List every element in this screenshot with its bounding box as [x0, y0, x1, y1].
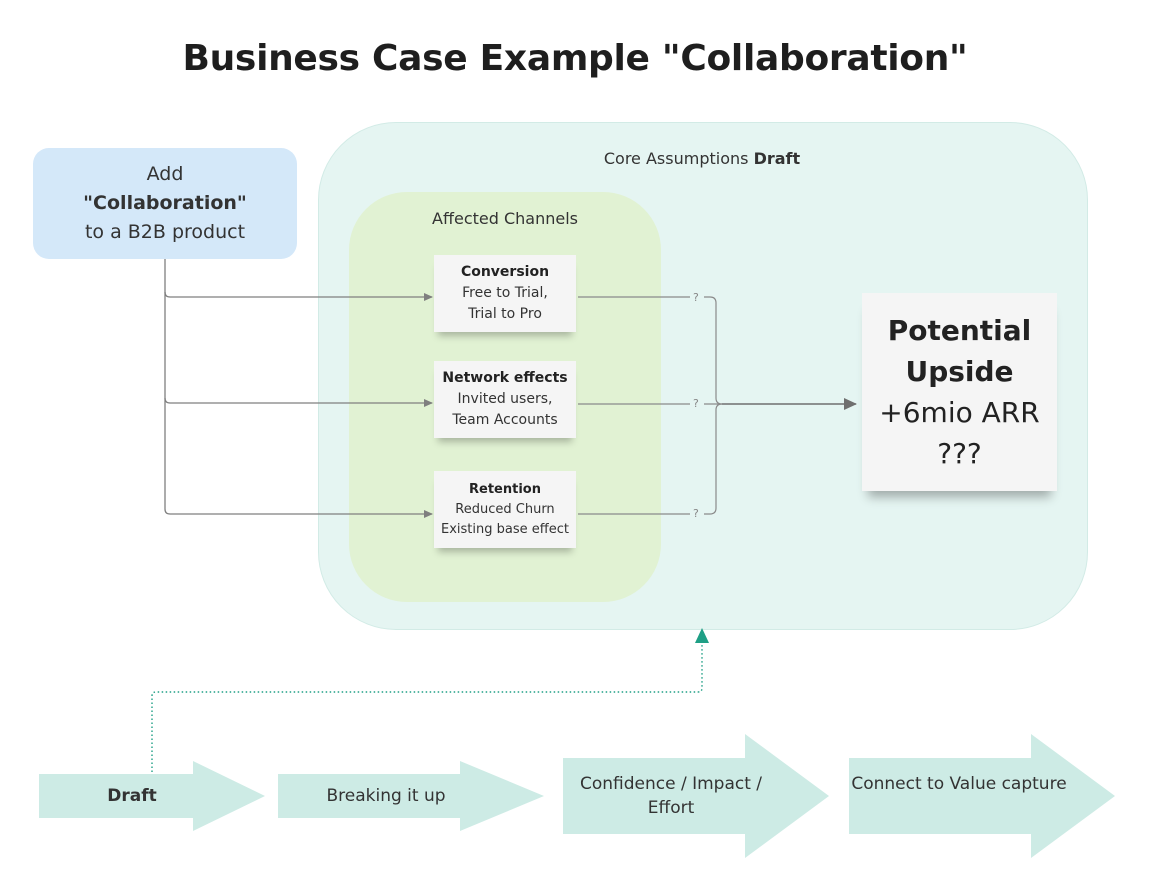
process-arrow-confidence — [563, 734, 829, 858]
process-step-connect-label: Connect to Value capture — [851, 774, 1067, 794]
process-arrow-draft — [39, 761, 265, 831]
process-arrow-connect — [849, 734, 1115, 858]
process-arrow-breaking — [278, 761, 544, 831]
note-conversion-title: Conversion — [460, 264, 550, 280]
feature-line-3: to a B2B product — [84, 221, 246, 243]
upside-title-line-2: Upside — [905, 355, 1014, 388]
upside-title-line-1: Potential — [887, 314, 1032, 347]
feature-name: "Collaboration" — [83, 192, 247, 214]
note-network-line-1: Invited users, — [457, 391, 553, 407]
connector-to-retention — [164, 398, 433, 518]
feature-to-channel-connectors — [164, 259, 433, 518]
note-network-effects: Network effects Invited users, Team Acco… — [434, 361, 576, 438]
question-mark-network: ? — [692, 397, 700, 410]
process-step-breaking-label: Breaking it up — [326, 786, 446, 806]
note-network-line-2: Team Accounts — [452, 412, 558, 428]
process-step-confidence-label: Confidence / Impact / Effort — [579, 774, 763, 818]
note-retention: Retention Reduced Churn Existing base ef… — [434, 471, 576, 548]
feature-box: Add "Collaboration" to a B2B product — [33, 148, 297, 259]
question-mark-retention: ? — [692, 507, 700, 520]
process-step-draft-label: Draft — [107, 786, 157, 806]
draft-link-arrowhead — [695, 628, 709, 643]
note-network-title: Network effects — [442, 370, 568, 386]
draft-to-core-link — [151, 642, 703, 772]
diagram-title: Business Case Example "Collaboration" — [182, 38, 968, 79]
channel-to-upside-connectors — [578, 296, 723, 515]
note-retention-line-2: Existing base effect — [441, 521, 569, 537]
upside-value: +6mio ARR — [879, 396, 1040, 429]
process-arrows — [39, 734, 1115, 858]
core-assumptions-status: Draft — [753, 149, 801, 168]
connector-to-conversion — [164, 259, 433, 301]
note-conversion-line-2: Trial to Pro — [468, 306, 542, 322]
question-mark-conversion: ? — [692, 291, 700, 304]
connector-to-network — [164, 292, 433, 407]
affected-channels-label: Affected Channels — [432, 209, 578, 228]
bracket-connector — [704, 296, 723, 515]
note-conversion-line-1: Free to Trial, — [462, 285, 548, 301]
core-assumptions-label-text: Core Assumptions — [603, 149, 749, 168]
feature-line-1: Add — [146, 163, 184, 185]
note-conversion: Conversion Free to Trial, Trial to Pro — [434, 255, 576, 332]
note-retention-line-1: Reduced Churn — [455, 501, 555, 517]
note-retention-title: Retention — [469, 481, 541, 497]
upside-qualifier: ??? — [937, 437, 982, 470]
core-assumptions-label: Core Assumptions Draft — [318, 149, 1086, 168]
note-potential-upside: Potential Upside +6mio ARR ??? — [862, 293, 1057, 491]
